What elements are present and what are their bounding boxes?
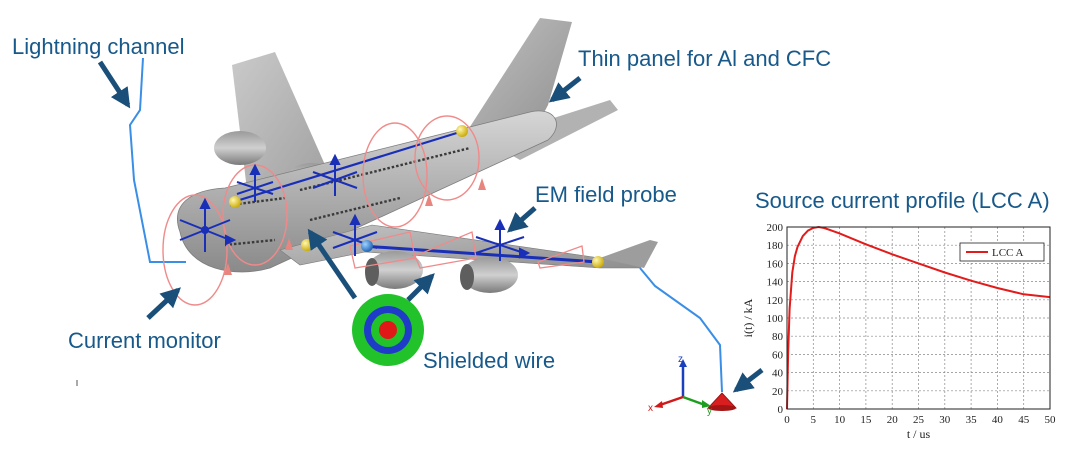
y-tick-label: 140: [767, 277, 784, 289]
chart-y-axis-label: i(t) / kA: [741, 298, 755, 337]
x-tick-label: 35: [966, 414, 978, 426]
arrow-source-cone: [732, 368, 764, 393]
y-tick-label: 40: [772, 368, 784, 380]
x-tick-label: 5: [811, 414, 817, 426]
label-thin-panel: Thin panel for Al and CFC: [578, 46, 832, 71]
y-tick-label: 120: [767, 295, 784, 307]
arrow-em-field-probe: [506, 206, 537, 233]
x-tick-label: 45: [1018, 414, 1029, 426]
x-tick-label: 20: [887, 414, 899, 426]
y-tick-label: 180: [767, 240, 784, 252]
label-shielded-wire: Shielded wire: [423, 348, 556, 373]
aircraft-near-engines: [365, 251, 518, 293]
x-tick-label: 0: [784, 414, 790, 426]
x-tick-label: 10: [834, 414, 846, 426]
aircraft-tail-fin: [455, 18, 572, 150]
y-tick-label: 80: [772, 331, 784, 343]
lightning-channel-path: [128, 57, 186, 263]
axis-triad: z x y: [648, 354, 712, 417]
y-tick-label: 60: [772, 349, 784, 361]
axis-z-label: z: [678, 354, 683, 365]
y-tick-label: 160: [767, 258, 784, 270]
series-line-lcc-a: [786, 225, 1051, 410]
shielded-wire-cross-section: [352, 294, 424, 366]
arrow-lightning-channel: [97, 60, 131, 109]
y-tick-label: 100: [767, 313, 784, 325]
legend-label: LCC A: [992, 247, 1024, 259]
current-monitor-rings: [162, 115, 480, 306]
field-markers: [224, 178, 486, 275]
label-em-field-probe: EM field probe: [535, 182, 677, 207]
lightning-exit-path: [639, 267, 723, 393]
arrow-shielded-wire-right: [406, 273, 435, 302]
aircraft-near-wing: [279, 224, 656, 269]
x-tick-label: 30: [939, 414, 951, 426]
wing-monitor-panels: [349, 231, 585, 269]
x-tick-label: 40: [992, 414, 1004, 426]
shielded-wire-run: [361, 244, 599, 264]
chart-canvas: 0 5 10 15 20 25 30 35 40 45 50 0 20 40 60 80 100 120 140 16…: [741, 222, 1057, 441]
arrow-shielded-wire-left: [307, 228, 358, 300]
arrow-thin-panel: [548, 76, 582, 103]
x-tick-label: 15: [860, 414, 872, 426]
label-lightning-channel: Lightning channel: [12, 34, 185, 59]
chart-frame: [786, 226, 1051, 410]
legend-box: [959, 242, 1045, 262]
callout-arrows: [97, 60, 764, 393]
y-tick-label: 0: [778, 404, 784, 416]
source-current-chart: 0 5 10 15 20 25 30 35 40 45 50 0 20 40 60 80 100 120 140 16…: [740, 215, 1065, 450]
aircraft-fuselage: [177, 110, 557, 273]
x-tick-label: 50: [1045, 414, 1057, 426]
y-tick-label: 20: [772, 386, 784, 398]
arrow-current-monitor: [146, 287, 181, 320]
axis-y-label: y: [707, 406, 712, 417]
aircraft-wing-tip: [600, 240, 658, 268]
label-current-monitor: Current monitor: [68, 328, 221, 353]
chart-series: [786, 225, 1051, 410]
x-tick-label: 25: [913, 414, 925, 426]
chart-ticks: 0 5 10 15 20 25 30 35 40 45 50 0 20 40 60 80 100 120 140 16…: [767, 222, 1057, 426]
chart-legend: LCC A: [959, 242, 1045, 262]
axis-x-label: x: [648, 403, 653, 414]
y-tick-label: 200: [767, 222, 784, 234]
chart-x-axis-label: t / us: [907, 427, 931, 441]
label-source-current-profile: Source current profile (LCC A): [755, 188, 1050, 213]
